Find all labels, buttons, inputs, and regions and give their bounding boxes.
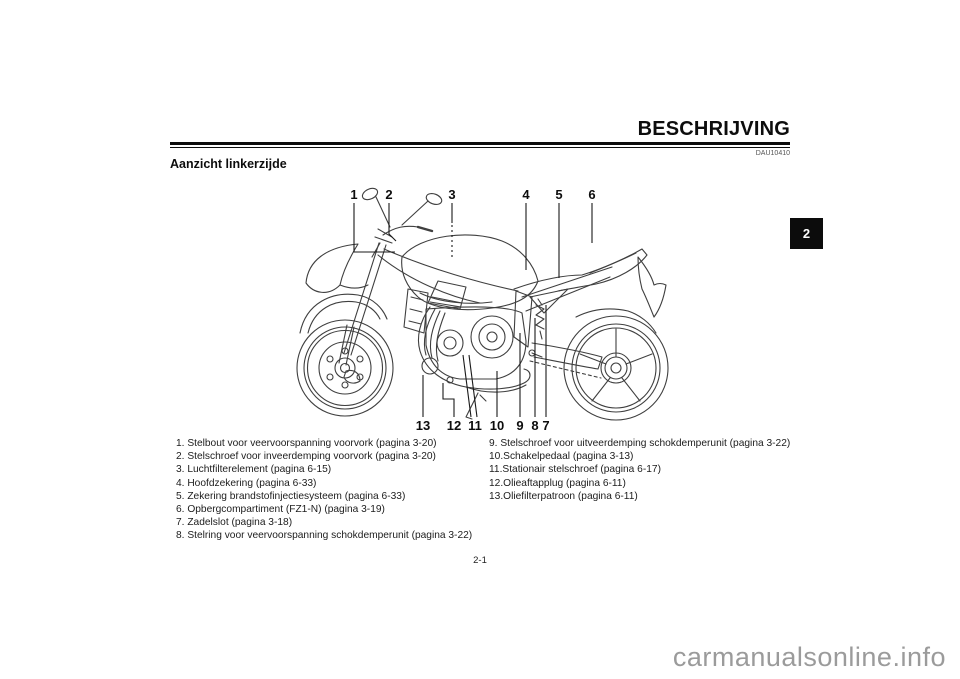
watermark: carmanualsonline.info bbox=[672, 642, 946, 672]
chapter-tab: 2 bbox=[790, 218, 823, 249]
mirrors bbox=[361, 187, 443, 228]
callout-1: 1 bbox=[350, 187, 358, 202]
callout-5: 5 bbox=[555, 187, 563, 202]
engine bbox=[403, 280, 527, 384]
header-rule-thick bbox=[170, 142, 790, 145]
seat-tail bbox=[513, 248, 648, 314]
legend-item: 8. Stelring voor veervoorspanning schokd… bbox=[176, 530, 473, 542]
legend-column-right: 9. Stelschroef voor uitveerdemping schok… bbox=[489, 437, 794, 503]
frame bbox=[371, 242, 533, 348]
header-rule-thin bbox=[170, 147, 790, 148]
motorcycle-diagram: 1 2 3 4 5 6 13 12 11 10 9 8 7 bbox=[280, 185, 710, 440]
exhaust bbox=[417, 306, 531, 393]
callout-13: 13 bbox=[415, 418, 431, 433]
headlight-cowl bbox=[305, 243, 369, 293]
callout-4: 4 bbox=[522, 187, 530, 202]
legend-item: 10.Schakelpedaal (pagina 3-13) bbox=[489, 451, 634, 463]
legend-item: 5. Zekering brandstofinjectiesysteem (pa… bbox=[176, 490, 406, 502]
oil-filter bbox=[421, 357, 439, 375]
motorcycle-line-art bbox=[296, 187, 669, 421]
callout-11: 11 bbox=[468, 418, 482, 433]
oil-drain-plug bbox=[446, 376, 454, 384]
callout-2: 2 bbox=[385, 187, 393, 202]
page-header-title: BESCHRIJVING bbox=[637, 118, 790, 140]
callout-12: 12 bbox=[446, 418, 462, 433]
license-hanger bbox=[637, 256, 667, 318]
callout-8: 8 bbox=[531, 418, 539, 433]
legend-item: 12.Olieaftapplug (pagina 6-11) bbox=[489, 477, 626, 489]
legend-item: 11.Stationair stelschroef (pagina 6-17) bbox=[489, 464, 661, 476]
callout-9: 9 bbox=[516, 418, 524, 433]
callout-10: 10 bbox=[489, 418, 505, 433]
front-fork bbox=[338, 242, 387, 384]
section-title: Aanzicht linkerzijde bbox=[170, 157, 287, 171]
doc-code: DAU10410 bbox=[755, 150, 790, 157]
swingarm bbox=[529, 308, 657, 379]
leader-lines bbox=[353, 203, 593, 418]
callout-3: 3 bbox=[448, 187, 456, 202]
callout-6: 6 bbox=[588, 187, 596, 202]
legend-item: 7. Zadelslot (pagina 3-18) bbox=[176, 517, 293, 529]
legend-column-left: 1. Stelbout voor veervoorspanning voorvo… bbox=[176, 437, 481, 543]
legend-item: 13.Oliefilterpatroon (pagina 6-11) bbox=[489, 490, 638, 502]
page-number: 2-1 bbox=[473, 555, 487, 566]
legend-item: 4. Hoofdzekering (pagina 6-33) bbox=[176, 477, 317, 489]
legend-item: 3. Luchtfilterelement (pagina 6-15) bbox=[176, 464, 332, 476]
legend-item: 1. Stelbout voor veervoorspanning voorvo… bbox=[176, 438, 437, 449]
front-fender bbox=[299, 293, 388, 334]
rear-shock bbox=[535, 298, 545, 340]
front-wheel bbox=[296, 319, 394, 417]
side-stand bbox=[465, 349, 543, 420]
legend-item: 9. Stelschroef voor uitveerdemping schok… bbox=[489, 438, 791, 449]
rear-wheel bbox=[563, 315, 669, 421]
callout-7: 7 bbox=[542, 418, 550, 433]
handlebar bbox=[374, 225, 434, 244]
fuel-tank bbox=[401, 234, 539, 311]
legend-item: 2. Stelschroef voor inveerdemping voorvo… bbox=[176, 451, 436, 463]
legend-item: 6. Opbergcompartiment (FZ1-N) (pagina 3-… bbox=[176, 504, 385, 516]
